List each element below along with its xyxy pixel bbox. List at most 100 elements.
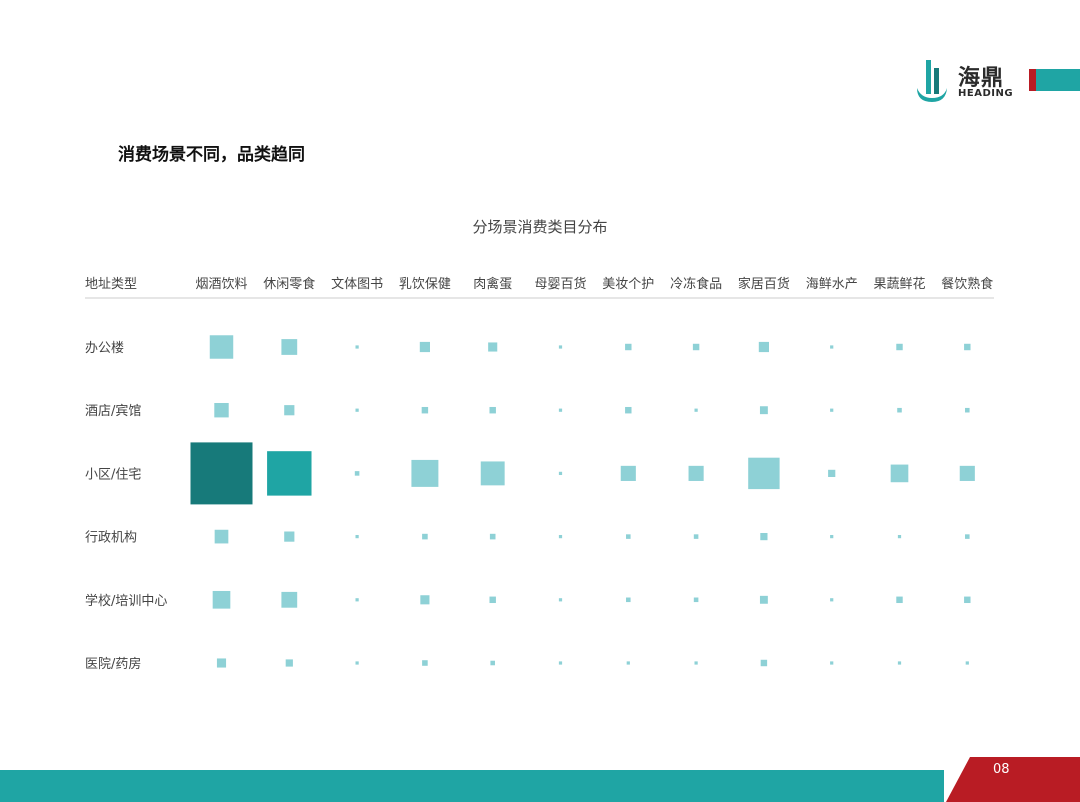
x-tick-label: 家居百货 [738, 276, 790, 292]
logo-text-cn: 海鼎 [958, 66, 1005, 91]
heatmap-cell [694, 408, 698, 412]
heatmap-cell [760, 659, 768, 667]
company-logo: 海鼎 HEADING [914, 58, 1014, 104]
heatmap-cell [693, 597, 699, 603]
heatmap-cell [355, 345, 359, 349]
heatmap-cell [214, 529, 229, 544]
heatmap-cell [830, 661, 834, 665]
heatmap-cell [748, 457, 780, 490]
heatmap-cell [212, 590, 231, 609]
x-tick-label: 休闲零食 [263, 276, 315, 292]
heatmap-cell [625, 406, 632, 414]
heatmap-cell [896, 343, 903, 351]
x-tick-label: 餐饮熟食 [941, 276, 993, 292]
x-tick-label: 母婴百货 [534, 276, 586, 292]
heatmap-cell [209, 335, 234, 359]
page-number: 08 [993, 762, 1010, 777]
x-tick-label: 果蔬鲜花 [873, 276, 925, 292]
heatmap-cell [965, 661, 969, 665]
chart-title: 分场景消费类目分布 [472, 218, 607, 236]
heatmap-cell [421, 406, 429, 414]
heatmap-cell [284, 531, 295, 542]
heatmap-cell [759, 406, 768, 415]
x-tick-label: 美妆个护 [602, 277, 654, 292]
heatmap-cell [758, 341, 769, 353]
heatmap-cell [959, 465, 975, 481]
y-tick-label: 医院/药房 [85, 656, 141, 672]
heatmap-cell [354, 471, 360, 476]
heading-logo-icon [917, 60, 947, 102]
heatmap-cell [964, 343, 971, 351]
heatmap-cell [965, 534, 970, 539]
heatmap-cell [964, 596, 971, 604]
heatmap-cell [190, 442, 253, 505]
heatmap-cell [620, 465, 636, 481]
y-tick-label: 酒店/宾馆 [85, 403, 141, 419]
heatmap-cell [355, 598, 359, 602]
heatmap-cell [558, 408, 563, 412]
y-tick-label: 办公楼 [85, 341, 124, 356]
heatmap-cell [692, 343, 700, 351]
heatmap-cell [558, 345, 563, 349]
header-accent-teal [1036, 69, 1080, 91]
heatmap-cell [284, 405, 295, 416]
heatmap-cell [626, 661, 630, 665]
heatmap-cell [214, 402, 229, 418]
heatmap-cell [694, 661, 698, 665]
heatmap-cell [830, 345, 834, 349]
heatmap-cell [422, 533, 428, 540]
heatmap-cell [488, 342, 498, 352]
heatmap-cell [285, 659, 293, 667]
heatmap-cell [216, 658, 227, 668]
heatmap-cell [558, 534, 563, 539]
header-accent-red [1029, 69, 1036, 91]
header-accent-bar [1029, 69, 1080, 91]
y-tick-label: 行政机构 [85, 531, 137, 546]
heatmap-cell [626, 534, 631, 539]
heatmap-cell [490, 660, 495, 666]
x-tick-label: 冷冻食品 [670, 276, 722, 292]
heatmap-cell [688, 465, 704, 481]
heatmap-cell [830, 598, 834, 602]
x-tick-label: 烟酒饮料 [195, 277, 247, 292]
heatmap-cell [281, 339, 298, 355]
heatmap-cell [355, 661, 359, 665]
heatmap-cell [267, 451, 312, 496]
heatmap-cell [693, 534, 699, 539]
heatmap-cell [411, 459, 439, 487]
corner-label: 地址类型 [85, 277, 137, 292]
footer-bar [0, 770, 944, 802]
heatmap-cell [419, 341, 430, 353]
heatmap-cell [830, 534, 834, 539]
heatmap-cell [420, 595, 430, 605]
heatmap-cell [558, 661, 563, 665]
heatmap-cell [489, 406, 496, 414]
heatmap-cell [890, 464, 909, 483]
heatmap-cell [965, 407, 970, 413]
heatmap-cell [489, 596, 496, 604]
x-tick-label: 海鲜水产 [806, 277, 858, 292]
heatmap-cell [828, 469, 836, 478]
x-tick-label: 文体图书 [331, 277, 383, 292]
heatmap-cell [625, 343, 632, 351]
heatmap-cell [760, 532, 768, 541]
heatmap-chart: 分场景消费类目分布地址类型烟酒饮料休闲零食文体图书乳饮保健肉禽蛋母婴百货美妆个护… [85, 218, 994, 672]
heatmap-cell [480, 461, 505, 486]
heatmap-cell [422, 660, 428, 666]
heatmap-cell [281, 591, 298, 608]
logo-text-en: HEADING [958, 88, 1014, 99]
heatmap-cell [896, 596, 903, 604]
slide-title: 消费场景不同，品类趋同 [118, 145, 305, 165]
heatmap-cell [897, 661, 902, 665]
heatmap-cell [558, 598, 563, 602]
heatmap-cell [355, 534, 359, 539]
y-tick-label: 小区/住宅 [85, 467, 141, 482]
heatmap-cell [626, 597, 631, 603]
heatmap-cell [355, 408, 359, 412]
heatmap-cell [558, 471, 563, 476]
heatmap-cell [489, 533, 496, 540]
heatmap-cell [759, 595, 768, 604]
y-tick-label: 学校/培训中心 [85, 593, 167, 609]
heatmap-cell [897, 534, 902, 539]
